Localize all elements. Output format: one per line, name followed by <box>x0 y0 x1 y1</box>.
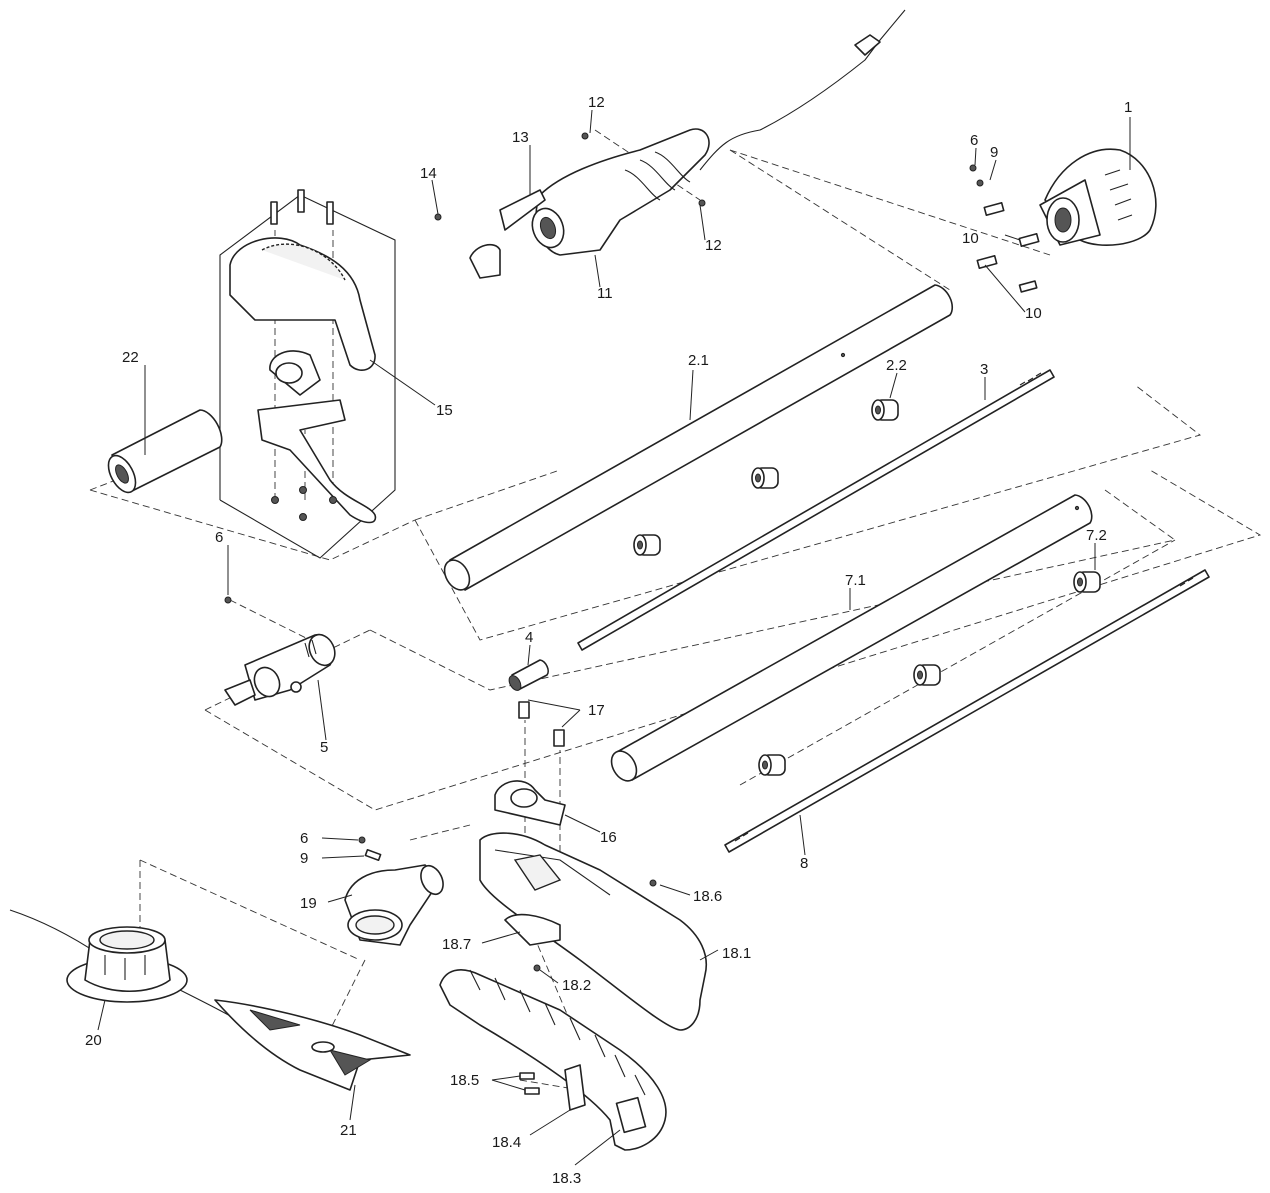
label-part-18-7: 18.7 <box>442 936 471 953</box>
metal-blade <box>214 999 411 1091</box>
label-part-9-top: 9 <box>990 144 998 161</box>
loop-handle <box>229 189 377 524</box>
grass-guard <box>439 969 667 1151</box>
label-part-20: 20 <box>85 1032 102 1049</box>
label-part-17: 17 <box>588 702 605 719</box>
label-part-18-6: 18.6 <box>693 888 722 905</box>
label-part-14: 14 <box>420 165 437 182</box>
trimmer-head <box>9 909 256 1031</box>
joint-coupler <box>224 596 336 706</box>
label-part-16: 16 <box>600 829 617 846</box>
lower-drive-shaft <box>724 569 1210 853</box>
handle-bracket-frame <box>219 194 396 559</box>
clamp-and-bolts <box>494 701 566 972</box>
shaft-coupler <box>508 659 549 691</box>
label-part-18-3: 18.3 <box>552 1170 581 1187</box>
label-part-18-1: 18.1 <box>722 945 751 962</box>
label-part-4: 4 <box>525 629 533 646</box>
label-part-10-top: 10 <box>962 230 979 247</box>
label-part-21: 21 <box>340 1122 357 1139</box>
label-part-10-low: 10 <box>1025 305 1042 322</box>
label-part-18-4: 18.4 <box>492 1134 521 1151</box>
leader-lines <box>97 109 1131 1166</box>
label-part-2-2: 2.2 <box>886 357 907 374</box>
label-part-8: 8 <box>800 855 808 872</box>
label-part-3: 3 <box>980 361 988 378</box>
throttle-handle <box>434 9 906 279</box>
label-part-15: 15 <box>436 402 453 419</box>
label-part-6-mid: 6 <box>215 529 223 546</box>
label-part-22: 22 <box>122 349 139 366</box>
upper-tube <box>443 284 954 591</box>
foam-grip <box>107 409 223 494</box>
lower-bushings <box>758 571 1101 776</box>
guard-bracket <box>479 832 707 1031</box>
label-part-9-low: 9 <box>300 850 308 867</box>
part-labels: 1 2.1 2.2 3 4 5 6 6 6 7.1 7.2 8 9 9 10 1… <box>85 94 1132 1187</box>
label-part-5: 5 <box>320 739 328 756</box>
label-part-13: 13 <box>512 129 529 146</box>
label-part-6-low: 6 <box>300 830 308 847</box>
gear-head <box>344 836 444 946</box>
upper-bushings <box>633 399 899 556</box>
label-part-7-2: 7.2 <box>1086 527 1107 544</box>
label-part-19: 19 <box>300 895 317 912</box>
label-part-12-low: 12 <box>705 237 722 254</box>
label-part-12-top: 12 <box>588 94 605 111</box>
label-part-6-top: 6 <box>970 132 978 149</box>
label-part-7-1: 7.1 <box>845 572 866 589</box>
label-part-2-1: 2.1 <box>688 352 709 369</box>
label-part-11: 11 <box>597 285 613 302</box>
upper-drive-shaft <box>577 369 1055 651</box>
label-part-1: 1 <box>1124 99 1132 116</box>
lower-tube <box>610 494 1093 782</box>
label-part-18-5: 18.5 <box>450 1072 479 1089</box>
clutch-housing <box>969 148 1157 293</box>
label-part-18-2: 18.2 <box>562 977 591 994</box>
